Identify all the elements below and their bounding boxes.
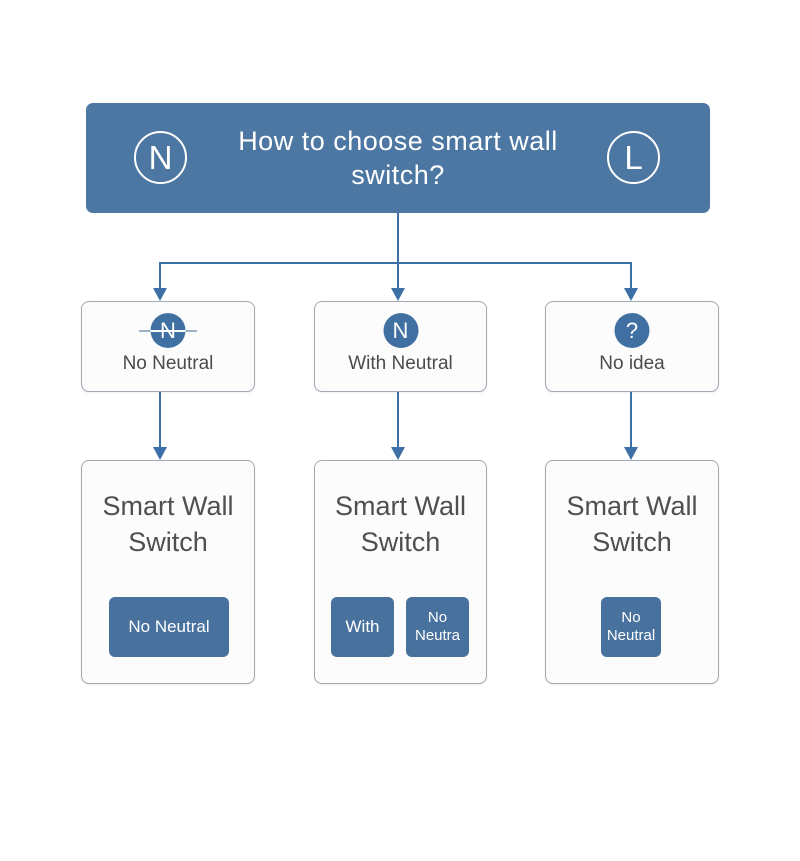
connector-center-drop bbox=[397, 392, 399, 448]
option-node-with-neutral: N With Neutral bbox=[314, 301, 487, 392]
connector-center-stub bbox=[397, 262, 399, 289]
chip-no-neutral: No Neutra bbox=[406, 597, 469, 657]
connector-left-drop bbox=[159, 392, 161, 448]
option-label: No idea bbox=[599, 353, 665, 374]
chip-label-line1: No bbox=[621, 609, 641, 626]
result-title-line2: Switch bbox=[128, 527, 208, 557]
live-wire-letter: L bbox=[624, 138, 643, 176]
connector-right-stub bbox=[630, 262, 632, 289]
no-neutral-icon: N bbox=[150, 313, 186, 348]
chip-label-line1: No bbox=[427, 609, 448, 626]
option-label: No Neutral bbox=[122, 353, 214, 374]
result-title-line2: Switch bbox=[592, 527, 672, 557]
question-mark-icon: ? bbox=[614, 313, 650, 348]
icon-letter: ? bbox=[625, 317, 639, 343]
chip-label: With bbox=[345, 617, 380, 636]
page-title-line1: How to choose smart wall bbox=[238, 126, 558, 156]
result-title-line1: Smart Wall bbox=[334, 491, 466, 521]
chip-with: With bbox=[331, 597, 394, 657]
chip-no-neutral: No Neutral bbox=[601, 597, 661, 657]
connector-header-stem bbox=[397, 213, 399, 263]
connector-left-stub bbox=[159, 262, 161, 289]
chip-label-line2: Neutral bbox=[606, 627, 656, 644]
arrow-down-icon bbox=[391, 447, 405, 460]
option-node-no-idea: ? No idea bbox=[545, 301, 719, 392]
chip-label: No Neutral bbox=[128, 617, 210, 636]
arrow-down-icon bbox=[153, 288, 167, 301]
arrow-down-icon bbox=[391, 288, 405, 301]
neutral-icon: N bbox=[383, 313, 418, 348]
neutral-wire-icon: N bbox=[134, 131, 187, 184]
option-node-no-neutral: N No Neutral bbox=[81, 301, 255, 392]
strike-line-inner bbox=[150, 329, 186, 332]
arrow-down-icon bbox=[624, 447, 638, 460]
arrow-down-icon bbox=[153, 447, 167, 460]
live-wire-icon: L bbox=[607, 131, 660, 184]
result-title: Smart Wall Switch bbox=[315, 488, 486, 560]
result-title-line1: Smart Wall bbox=[102, 491, 234, 521]
chip-no-neutral: No Neutral bbox=[109, 597, 229, 657]
connector-branch-bar bbox=[159, 262, 632, 264]
result-card-no-idea: Smart Wall Switch No Neutral bbox=[545, 460, 719, 684]
result-card-with-neutral: Smart Wall Switch With No Neutra bbox=[314, 460, 487, 684]
page-title: How to choose smart wall switch? bbox=[86, 124, 710, 192]
option-label: With Neutral bbox=[348, 353, 453, 374]
connector-right-drop bbox=[630, 392, 632, 448]
result-card-no-neutral: Smart Wall Switch No Neutral bbox=[81, 460, 255, 684]
result-title-line2: Switch bbox=[360, 527, 441, 557]
arrow-down-icon bbox=[624, 288, 638, 301]
header-banner: N How to choose smart wall switch? L bbox=[86, 103, 710, 213]
result-title-line1: Smart Wall bbox=[566, 491, 698, 521]
icon-letter: N bbox=[392, 317, 409, 343]
chip-label-line2: Neutra bbox=[414, 627, 461, 644]
page-title-line2: switch? bbox=[351, 160, 445, 190]
neutral-wire-letter: N bbox=[148, 138, 173, 176]
result-title: Smart Wall Switch bbox=[82, 488, 254, 560]
result-title: Smart Wall Switch bbox=[546, 488, 718, 560]
